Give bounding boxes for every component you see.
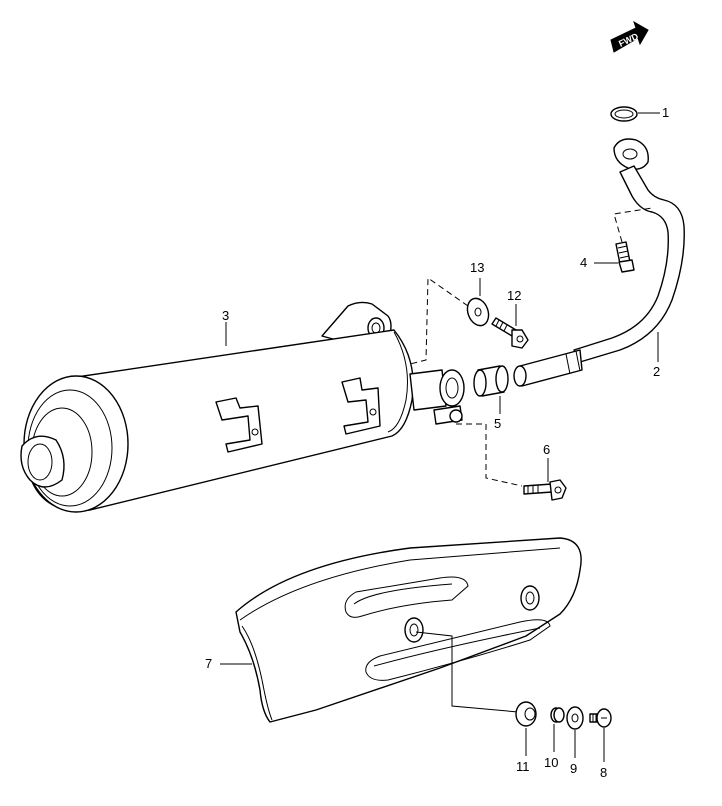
part-7-heat-shield — [220, 537, 582, 723]
part-3-muffler — [20, 301, 465, 513]
part-2-exhaust-pipe — [513, 138, 685, 387]
callout-3: 3 — [222, 308, 229, 323]
callout-6: 6 — [543, 442, 550, 457]
part-4-stud-bolt — [594, 207, 653, 273]
part-10-collar — [550, 707, 565, 752]
part-5-pipe-gasket — [473, 365, 509, 414]
callout-12: 12 — [507, 288, 521, 303]
callout-2: 2 — [653, 364, 660, 379]
part-6-clamp-bolt — [456, 423, 567, 501]
part-1-gasket — [610, 106, 660, 122]
part-13-washer — [409, 277, 490, 365]
callout-11: 11 — [516, 759, 530, 774]
forward-direction-badge: FWD — [610, 20, 649, 53]
callout-8: 8 — [600, 765, 607, 780]
part-8-screw — [589, 708, 612, 762]
callout-10: 10 — [544, 755, 558, 770]
callout-13: 13 — [470, 260, 484, 275]
callout-1: 1 — [662, 105, 669, 120]
callout-9: 9 — [570, 761, 577, 776]
part-9-washer — [566, 706, 584, 758]
part-12-bolt — [491, 304, 529, 349]
callout-7: 7 — [205, 656, 212, 671]
callout-4: 4 — [580, 255, 587, 270]
callout-5: 5 — [494, 416, 501, 431]
part-11-grommet — [515, 701, 537, 756]
